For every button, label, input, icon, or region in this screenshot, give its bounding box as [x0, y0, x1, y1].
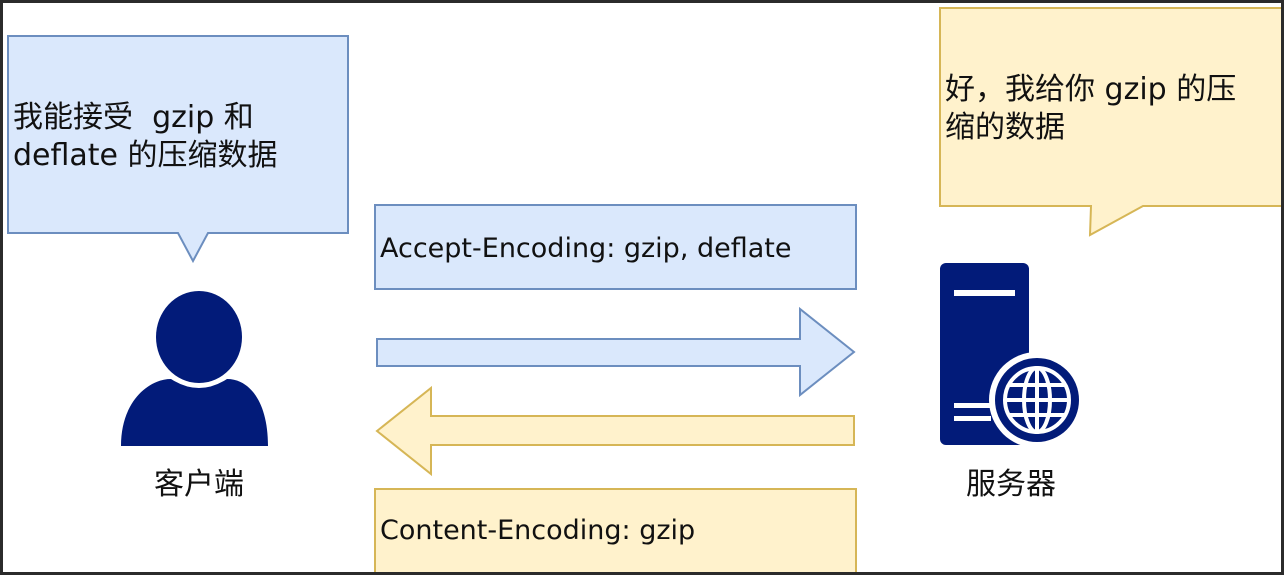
user-icon: [121, 291, 268, 446]
request-header-text: Accept-Encoding: gzip, deflate: [380, 233, 792, 264]
request-header-box: [374, 204, 857, 290]
diagram-shapes: [7, 7, 1281, 572]
client-speech-text: 我能接受 gzip 和 deflate 的压缩数据: [13, 100, 278, 173]
server-speech-bubble: [939, 7, 1281, 237]
response-header-text: Content-Encoding: gzip: [380, 515, 696, 546]
server-label: 服务器: [966, 467, 1056, 502]
client-label: 客户端: [154, 467, 244, 502]
server-speech-text: 好，我给你 gzip 的压 缩的数据: [945, 72, 1237, 145]
client-speech-bubble: [7, 35, 349, 264]
globe-icon: [989, 352, 1085, 448]
request-arrow: [376, 306, 856, 398]
response-header-box: [374, 488, 857, 572]
response-arrow: [375, 385, 855, 477]
